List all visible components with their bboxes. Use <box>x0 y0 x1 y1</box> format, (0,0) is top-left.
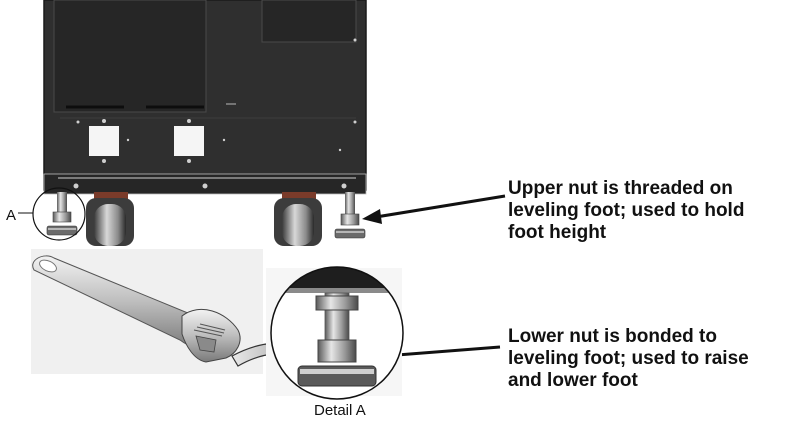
callout-lower-line-2: leveling foot; used to raise <box>508 348 749 369</box>
detail-a-marker-label: A <box>6 207 17 224</box>
callout-upper-line-3: foot height <box>508 222 607 243</box>
detail-lower-nut <box>317 339 357 363</box>
leveling-foot-right <box>334 192 366 239</box>
callout-lower-line-3: and lower foot <box>508 370 638 391</box>
cabinet-opening-right <box>174 126 204 156</box>
arrow-upper-nut <box>362 194 506 224</box>
adjustable-wrench <box>31 249 263 374</box>
detail-a-caption: Detail A <box>314 402 366 419</box>
callout-upper-nut: Upper nut is threaded on leveling foot; … <box>508 178 808 244</box>
callout-lower-line-1: Lower nut is bonded to <box>508 326 717 347</box>
wrench-head <box>181 308 241 363</box>
detail-a-outline <box>270 266 404 400</box>
cabinet-opening-left <box>89 126 119 156</box>
detail-upper-nut <box>315 295 359 311</box>
callout-upper-line-2: leveling foot; used to hold <box>508 200 745 221</box>
detail-a-marker-circle <box>32 187 86 241</box>
cabinet <box>43 0 367 195</box>
detail-a-view <box>266 266 404 400</box>
cabinet-top-panel <box>261 0 357 43</box>
cabinet-screws <box>73 38 357 189</box>
caster-right <box>274 192 322 246</box>
callout-lower-nut: Lower nut is bonded to leveling foot; us… <box>508 326 808 392</box>
callout-upper-line-1: Upper nut is threaded on <box>508 178 733 199</box>
leveling-foot-left <box>46 192 78 236</box>
cabinet-door-panel <box>53 0 207 113</box>
caster-left <box>86 192 134 246</box>
